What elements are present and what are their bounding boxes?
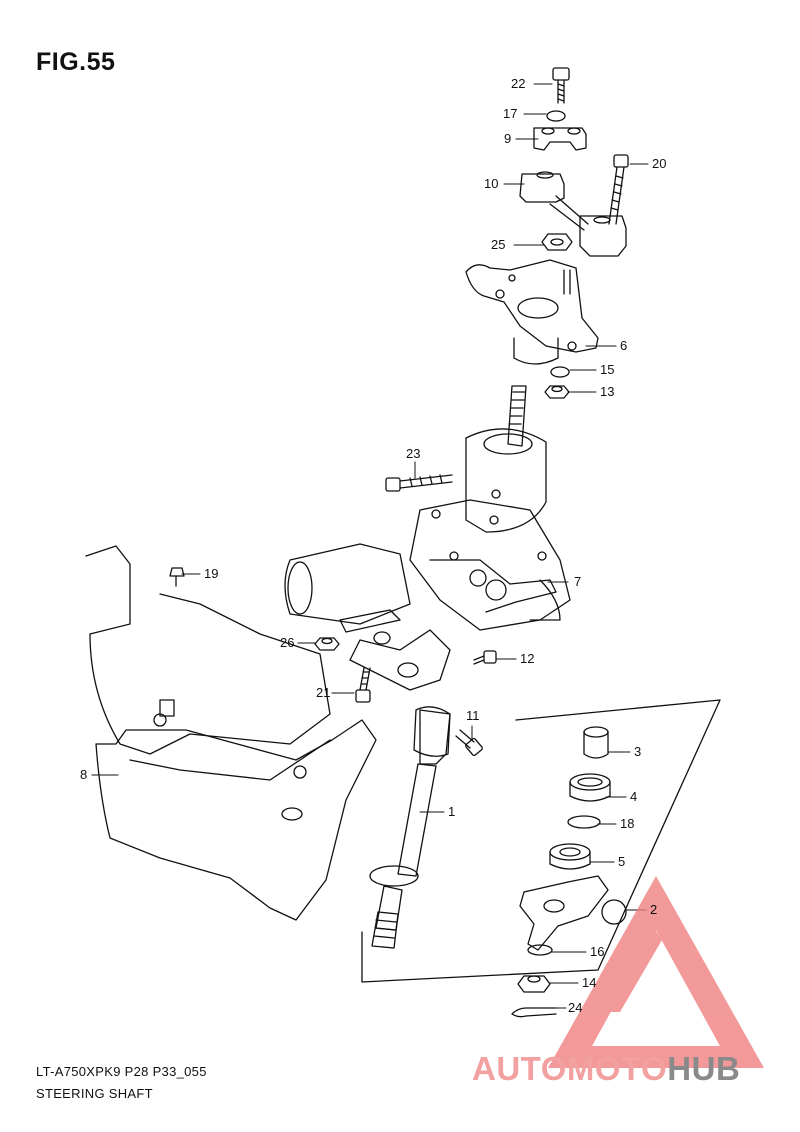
figure-title: FIG.55 <box>36 48 116 76</box>
callout-15: 15 <box>600 362 614 377</box>
callout-9: 9 <box>504 131 511 146</box>
part-26-nut <box>314 637 340 651</box>
part-23-bolt <box>385 474 453 492</box>
callout-19: 19 <box>204 566 218 581</box>
part-13-nut <box>544 385 570 399</box>
part-5-seal <box>549 843 591 870</box>
part-24-cotter-pin <box>511 1007 557 1018</box>
watermark-part1: AUTOMOTO <box>472 1050 668 1087</box>
part-7-eps-unit <box>284 428 571 691</box>
part-17-washer <box>546 110 566 122</box>
watermark-triangle <box>548 876 764 1068</box>
part-19-clip <box>169 567 185 587</box>
footer-title: STEERING SHAFT <box>36 1086 153 1101</box>
part-18-ring <box>567 815 601 829</box>
callout-5: 5 <box>618 854 625 869</box>
column-spline <box>507 385 527 447</box>
callout-16: 16 <box>590 944 604 959</box>
callout-23: 23 <box>406 446 420 461</box>
callout-3: 3 <box>634 744 641 759</box>
part-14-nut <box>517 975 551 993</box>
part-8-guard <box>85 545 377 921</box>
watermark-part2: HUB <box>667 1050 741 1087</box>
callout-21: 21 <box>316 685 330 700</box>
callout-4: 4 <box>630 789 637 804</box>
callout-8: 8 <box>80 767 87 782</box>
part-10-holder <box>519 171 627 257</box>
part-22-bolt <box>552 67 570 104</box>
callout-18: 18 <box>620 816 634 831</box>
part-4-bearing <box>569 773 611 802</box>
callout-17: 17 <box>503 106 517 121</box>
part-21-bolt <box>355 667 371 703</box>
callout-11: 11 <box>466 708 480 723</box>
part-16-washer <box>527 944 553 956</box>
callout-22: 22 <box>511 76 525 91</box>
callout-2: 2 <box>650 902 657 917</box>
leader-lines <box>91 83 649 1009</box>
shaft-bracket-line <box>361 699 721 983</box>
part-3-bushing <box>583 726 609 759</box>
callout-26: 26 <box>280 635 294 650</box>
callout-6: 6 <box>620 338 627 353</box>
part-12-bolt <box>473 650 497 665</box>
part-6-bracket <box>465 259 599 365</box>
part-2-pitman-arm <box>519 875 627 951</box>
part-9-upper-clamp <box>533 127 587 151</box>
callout-24: 24 <box>568 1000 582 1015</box>
callout-20: 20 <box>652 156 666 171</box>
callout-14: 14 <box>582 975 596 990</box>
callout-7: 7 <box>574 574 581 589</box>
part-11-bolt <box>455 729 483 757</box>
part-15-washer <box>550 366 570 378</box>
callout-25: 25 <box>491 237 505 252</box>
callout-10: 10 <box>484 176 498 191</box>
watermark-logo-text: AUTOMOTOHUB <box>472 1050 740 1088</box>
footer-code: LT-A750XPK9 P28 P33_055 <box>36 1064 207 1079</box>
callout-1: 1 <box>448 804 455 819</box>
part-1-steering-shaft <box>369 706 451 949</box>
callout-12: 12 <box>520 651 534 666</box>
part-25-nut <box>541 233 573 251</box>
part-20-bolt <box>608 154 629 225</box>
part-labels: 22 17 9 10 20 25 6 15 13 23 7 19 26 12 2… <box>80 76 666 1015</box>
callout-13: 13 <box>600 384 614 399</box>
